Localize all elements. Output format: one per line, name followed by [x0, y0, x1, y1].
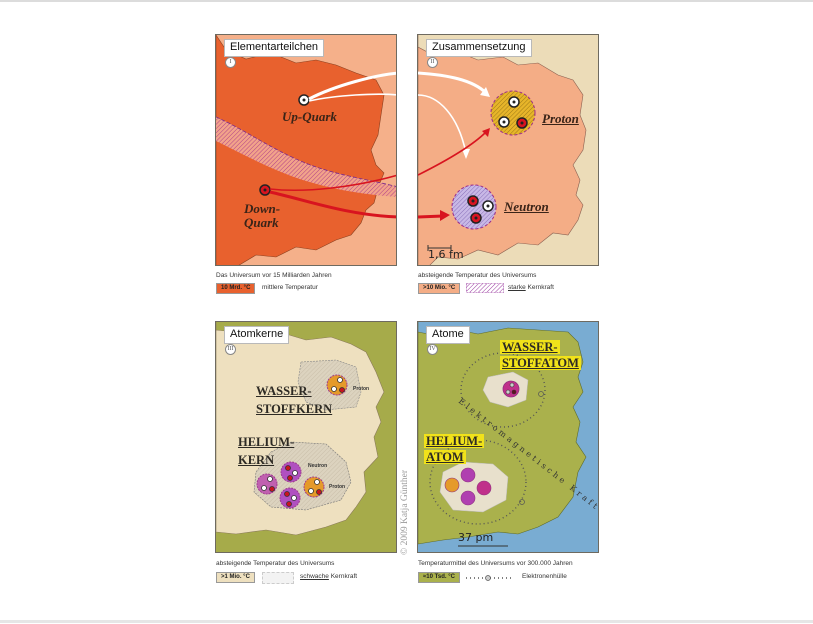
legend-suffix: Kernkraft — [328, 573, 358, 580]
electron-shell-swatch — [466, 575, 514, 581]
panel-3-map — [216, 322, 385, 536]
panel-4-map: Elektromagnetische Kraft — [418, 322, 598, 547]
hydrogen-atom-text-2: STOFFATOM — [500, 356, 581, 370]
neutron-label: Neutron — [504, 199, 549, 214]
hydrogen-atom-text-1: WASSER- — [500, 340, 560, 354]
helium-nucleus-label-1: HELIUM- — [238, 435, 295, 449]
panel-title: Elementarteilchen — [224, 39, 325, 57]
panel-title: Zusammensetzung — [426, 39, 532, 57]
temperature-badge: ≈10 Tsd. °C — [418, 572, 460, 583]
hydrogen-nucleus-label-1: WASSER- — [256, 384, 312, 398]
legend-text: schwache Kernkraft — [300, 573, 357, 580]
up-quark-label: Up-Quark — [282, 109, 337, 124]
down-quark-label-2: Quark — [244, 215, 279, 230]
proton-label: Proton — [542, 111, 579, 126]
proton-small-label: Proton — [353, 386, 370, 392]
temperature-badge: >10 Mio. °C — [418, 283, 461, 294]
bottom-divider — [0, 620, 813, 623]
panel-title: Atome — [426, 326, 470, 344]
legend-text: mittlere Temperatur — [262, 284, 318, 291]
hydrogen-nucleus-label-2: STOFFKERN — [256, 402, 333, 416]
panel-1-caption: Das Universum vor 15 Milliarden Jahren — [216, 272, 332, 279]
panel-numeral: I — [225, 57, 236, 68]
strong-force-swatch — [466, 283, 504, 293]
down-quark-label-1: Down- — [244, 201, 281, 216]
panel-numeral: III — [225, 344, 236, 355]
panel-1-map — [216, 35, 396, 265]
hot-region — [216, 35, 385, 265]
top-divider — [0, 0, 813, 2]
temperature-badge: 10 Mrd. °C — [216, 283, 256, 294]
panel-3-caption: absteigende Temperatur des Universums — [216, 560, 335, 567]
copyright: © 2009 Katja Günther — [400, 469, 410, 555]
legend-suffix: Kernkraft — [525, 284, 554, 291]
panel-4-caption: Temperaturmittel des Universums vor 300.… — [418, 560, 573, 567]
legend-text: Elektronenhülle — [522, 573, 567, 580]
helium-nucleus-label-2: KERN — [238, 453, 275, 467]
panel-atome: Elektromagnetische Kraft Atome IV WASSER… — [417, 321, 599, 553]
hydrogen-atom-label-1: WASSER- — [500, 340, 560, 354]
panel-zusammensetzung: Zusammensetzung II Proton Neutron 1,6 fm — [417, 34, 599, 266]
panel-2-caption: absteigende Temperatur des Universums — [418, 272, 537, 279]
helium-atom-label-1: HELIUM- — [424, 434, 485, 448]
warm-region — [418, 35, 587, 265]
legend-underlined: starke — [508, 284, 526, 291]
panel-numeral: II — [427, 57, 438, 68]
helium-atom-text-2: ATOM — [424, 450, 466, 464]
panel-title: Atomkerne — [224, 326, 290, 344]
scale-label: 37 pm — [458, 531, 494, 544]
strong-force-band — [216, 117, 396, 197]
helium-atom-text-1: HELIUM- — [424, 434, 485, 448]
panel-elementarteilchen: Elementarteilchen I Up-Quark Down- Quark — [215, 34, 397, 266]
hydrogen-atom-label-2: STOFFATOM — [500, 356, 581, 370]
panel-atomkerne: Atomkerne III WASSER- STOFFKERN HELIUM- … — [215, 321, 397, 553]
legend-text: starke Kernkraft — [508, 284, 554, 291]
weak-force-swatch — [262, 572, 294, 584]
neutron-small-label: Neutron — [308, 463, 328, 469]
helium-nucleus-zone — [253, 441, 352, 511]
scale-label: 1,6 fm — [428, 248, 464, 261]
panel-numeral: IV — [427, 344, 438, 355]
neutron-icon — [451, 184, 497, 230]
helium-atom-label-2: ATOM — [424, 450, 466, 464]
legend-underlined: schwache — [300, 573, 329, 580]
proton-small-label-2: Proton — [329, 484, 346, 490]
panel-2-map — [418, 35, 587, 265]
temperature-badge: >1 Mio. °C — [216, 572, 255, 583]
